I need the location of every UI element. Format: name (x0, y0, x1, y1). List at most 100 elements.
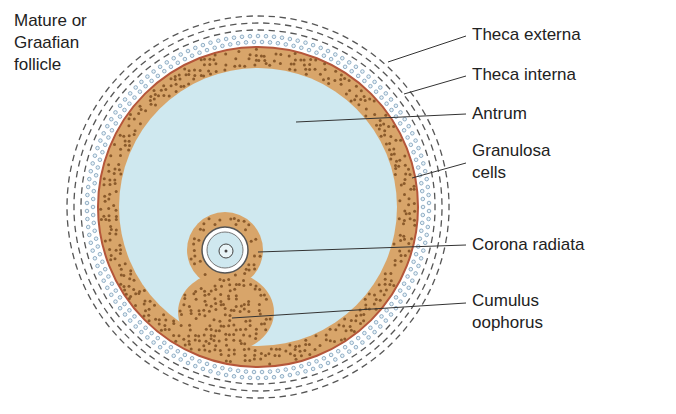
granulosa-cell (258, 309, 261, 312)
theca-externa-dash (183, 29, 189, 31)
theca-interna-cell (284, 368, 288, 372)
granulosa-cell (403, 155, 406, 158)
granulosa-cell (298, 345, 301, 348)
theca-externa-dash (236, 382, 242, 384)
granulosa-cell (168, 328, 171, 331)
granulosa-cell (214, 308, 217, 311)
theca-externa-dash (168, 44, 174, 47)
theca-externa-dash (403, 326, 407, 331)
theca-interna-cell (304, 370, 308, 374)
theca-interna-cell (144, 326, 148, 330)
theca-externa-dash (198, 31, 204, 33)
granulosa-cell (208, 324, 211, 327)
granulosa-cell (273, 60, 276, 63)
theca-externa-dash (375, 345, 380, 349)
theca-externa-dash (130, 81, 135, 86)
theca-interna-cell (288, 37, 292, 41)
theca-externa-dash (332, 365, 338, 368)
granulosa-cell (187, 73, 190, 76)
granulosa-cell (107, 163, 110, 166)
theca-interna-cell (217, 372, 221, 376)
granulosa-cell (242, 284, 245, 287)
granulosa-cell (279, 53, 282, 56)
granulosa-cell (113, 143, 116, 146)
theca-externa-dash (296, 386, 302, 387)
granulosa-cell (288, 343, 291, 346)
granulosa-cell (380, 135, 383, 138)
granulosa-cell (198, 313, 201, 316)
granulosa-cell (115, 218, 118, 221)
granulosa-cell (128, 140, 131, 143)
granulosa-cell (220, 285, 223, 288)
theca-externa-dash (106, 87, 110, 92)
theca-interna-cell (414, 252, 418, 256)
granulosa-cell (124, 144, 127, 147)
granulosa-cell (379, 289, 382, 292)
granulosa-cell (137, 292, 140, 295)
granulosa-cell (208, 63, 211, 66)
theca-interna-cell (427, 217, 431, 221)
theca-interna-cell (272, 375, 276, 379)
granulosa-cell (213, 297, 216, 300)
granulosa-cell (197, 335, 200, 338)
theca-externa-dash (378, 77, 383, 82)
theca-interna-cell (403, 117, 407, 121)
theca-externa-dash (178, 39, 184, 42)
theca-externa-dash (447, 182, 449, 188)
theca-interna-cell (389, 98, 393, 102)
theca-interna-cell (394, 104, 398, 108)
theca-externa-dash (422, 284, 425, 290)
granulosa-cell (143, 315, 146, 318)
theca-externa-dash (357, 52, 362, 56)
theca-interna-cell (276, 369, 280, 373)
theca-interna-cell (385, 102, 389, 106)
granulosa-cell (109, 225, 112, 228)
theca-externa-dash (440, 187, 442, 193)
theca-interna-cell (96, 264, 100, 268)
theca-interna-cell (114, 111, 118, 115)
theca-interna-cell (224, 373, 228, 377)
theca-interna-cell (163, 69, 167, 73)
theca-interna-cell (213, 364, 217, 368)
theca-externa-dash (327, 375, 333, 378)
granulosa-cell (120, 268, 123, 271)
zona-pellucida (202, 227, 248, 273)
theca-interna-cell (169, 345, 173, 349)
theca-interna-cell (319, 46, 323, 50)
granulosa-cell (127, 124, 130, 127)
granulosa-cell (259, 358, 262, 361)
theca-externa-dash (252, 22, 258, 23)
theca-externa-dash (67, 220, 69, 226)
theca-interna-cell (213, 46, 217, 50)
theca-externa-dash (193, 387, 199, 389)
granulosa-cell (208, 350, 211, 353)
theca-externa-dash (396, 75, 400, 80)
theca-interna-cell (101, 150, 105, 154)
theca-interna-cell (244, 41, 248, 45)
theca-interna-cell (91, 197, 95, 201)
granulosa-cell (235, 298, 238, 301)
granulosa-cell (139, 122, 142, 125)
theca-externa-dash (422, 110, 425, 116)
granulosa-cell (389, 272, 392, 275)
granulosa-cell (119, 252, 122, 255)
theca-externa-dash (447, 226, 449, 232)
theca-interna-cell (260, 370, 264, 374)
granulosa-cell (394, 164, 397, 167)
granulosa-cell (322, 78, 325, 81)
theca-interna-cell (420, 229, 424, 233)
corona-radiata-label: Corona radiata (472, 234, 584, 256)
theca-externa-dash (312, 24, 318, 26)
theca-interna-cell (416, 166, 420, 170)
theca-externa-dash (99, 125, 102, 131)
granulosa-cell-dots (99, 48, 416, 366)
theca-interna-cell (98, 158, 102, 162)
theca-externa-dash (312, 374, 318, 376)
granulosa-cell (284, 349, 287, 352)
granulosa-cell (174, 75, 177, 78)
granulosa-cell (99, 208, 102, 211)
theca-externa-dash (76, 144, 78, 150)
theca-interna-cell (427, 209, 431, 213)
granulosa-cell (163, 324, 166, 327)
theca-interna-cell (292, 44, 296, 48)
